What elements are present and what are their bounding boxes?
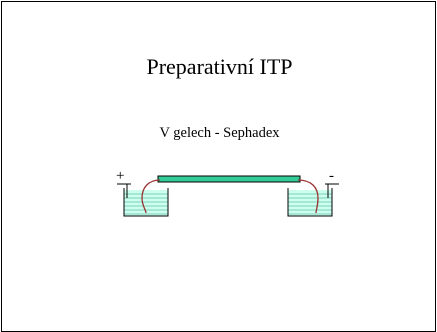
slide-subtitle: V gelech - Sephadex xyxy=(159,125,280,141)
right-buffer-reservoir xyxy=(287,188,333,217)
right-wick xyxy=(297,179,319,214)
right-buffer-lines xyxy=(288,193,332,215)
left-buffer-reservoir xyxy=(123,188,169,217)
slide-title: Preparativní ITP xyxy=(146,54,293,79)
plus-sign-label: + xyxy=(116,168,124,184)
gel-strip xyxy=(157,175,301,183)
left-buffer-lines xyxy=(124,193,168,215)
right-reservoir-walls xyxy=(287,188,333,217)
right-electrode: - xyxy=(325,168,339,198)
left-electrode: + xyxy=(116,168,131,198)
minus-sign-label: - xyxy=(329,168,334,184)
left-wick xyxy=(141,179,161,214)
left-reservoir-walls xyxy=(123,188,169,217)
